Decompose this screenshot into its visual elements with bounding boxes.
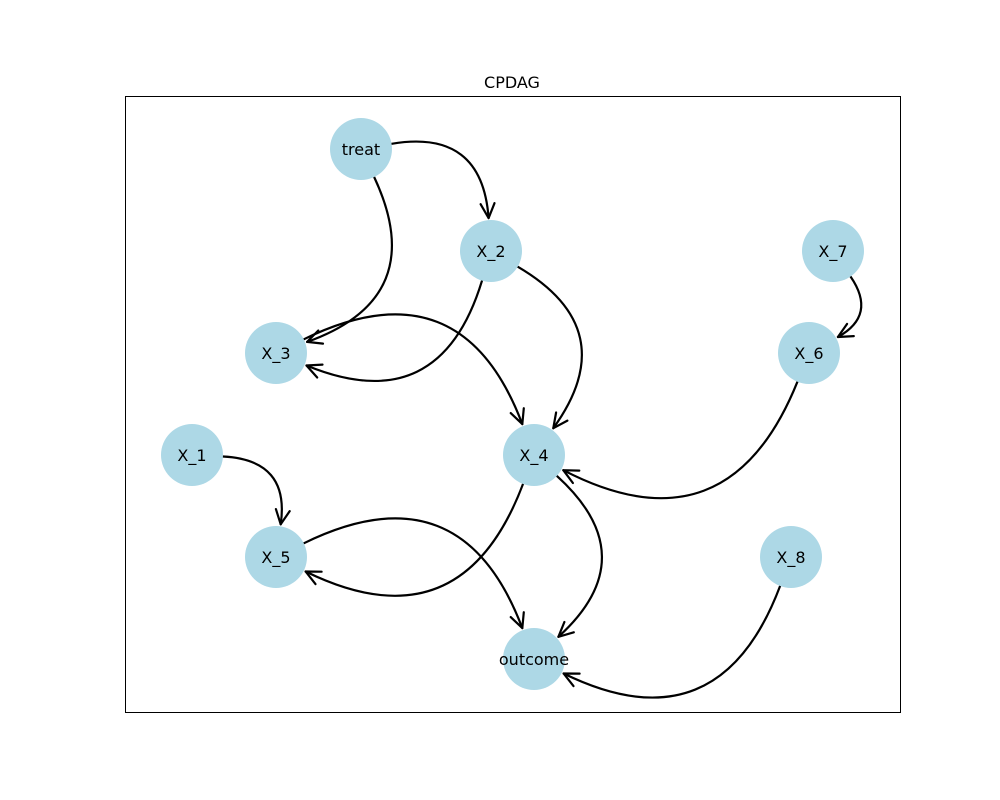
node-circle-x-3 xyxy=(245,322,307,384)
node-label-x-7: X_7 xyxy=(818,242,847,262)
plot-frame xyxy=(125,96,901,713)
edge-x-3-to-x-4 xyxy=(302,313,524,426)
node-x-7: X_7 xyxy=(802,220,864,282)
arrowhead-x-6-to-x-4 xyxy=(562,469,581,485)
node-circle-x-5 xyxy=(245,526,307,588)
edge-x-2-to-x-3 xyxy=(305,279,484,383)
node-label-x-4: X_4 xyxy=(519,446,548,466)
arrowhead-x-4-to-outcome xyxy=(557,620,575,638)
node-label-x-5: X_5 xyxy=(261,548,290,568)
node-label-x-3: X_3 xyxy=(261,344,290,364)
node-circle-outcome xyxy=(503,628,565,690)
node-x-1: X_1 xyxy=(161,424,223,486)
arrowhead-x-5-to-outcome xyxy=(509,611,525,630)
edge-treat-to-x-3 xyxy=(306,176,394,343)
arrowhead-x-2-to-x-4 xyxy=(552,411,569,430)
edge-x-5-to-outcome xyxy=(302,517,524,630)
node-label-x-2: X_2 xyxy=(476,242,505,262)
node-circle-x-2 xyxy=(460,220,522,282)
node-circle-x-7 xyxy=(802,220,864,282)
node-circle-x-6 xyxy=(778,322,840,384)
node-x-8: X_8 xyxy=(760,526,822,588)
arrowhead-x-4-to-x-5 xyxy=(304,570,323,586)
node-circle-x-4 xyxy=(503,424,565,486)
edge-x-8-to-outcome xyxy=(562,584,782,699)
edge-x-2-to-x-4 xyxy=(516,265,583,430)
diagram-title: CPDAG xyxy=(484,73,540,92)
node-circle-x-8 xyxy=(760,526,822,588)
arrowhead-x-1-to-x-5 xyxy=(274,508,291,526)
edge-x-4-to-outcome xyxy=(555,474,603,638)
edge-x-6-to-x-4 xyxy=(562,380,799,500)
edges-layer xyxy=(221,140,863,699)
node-x-2: X_2 xyxy=(460,220,522,282)
edge-x-4-to-x-5 xyxy=(304,482,525,597)
edge-treat-to-x-2 xyxy=(390,140,490,220)
node-circle-x-1 xyxy=(161,424,223,486)
node-label-x-8: X_8 xyxy=(776,548,805,568)
node-label-x-6: X_6 xyxy=(794,344,823,364)
arrowhead-x-3-to-x-4 xyxy=(509,407,525,426)
node-treat: treat xyxy=(330,118,392,180)
node-x-3: X_3 xyxy=(245,322,307,384)
node-outcome: outcome xyxy=(499,628,569,690)
node-label-x-1: X_1 xyxy=(177,446,206,466)
arrowhead-x-2-to-x-3 xyxy=(305,363,324,379)
node-circle-treat xyxy=(330,118,392,180)
node-label-treat: treat xyxy=(342,140,380,159)
edge-x-1-to-x-5 xyxy=(221,455,283,526)
node-x-4: X_4 xyxy=(503,424,565,486)
arrowhead-treat-to-x-2 xyxy=(479,202,496,220)
edge-x-7-to-x-6 xyxy=(836,275,863,339)
node-x-6: X_6 xyxy=(778,322,840,384)
node-label-outcome: outcome xyxy=(499,650,569,669)
arrowhead-x-7-to-x-6 xyxy=(836,322,855,339)
arrowhead-x-8-to-outcome xyxy=(562,672,581,688)
node-x-5: X_5 xyxy=(245,526,307,588)
